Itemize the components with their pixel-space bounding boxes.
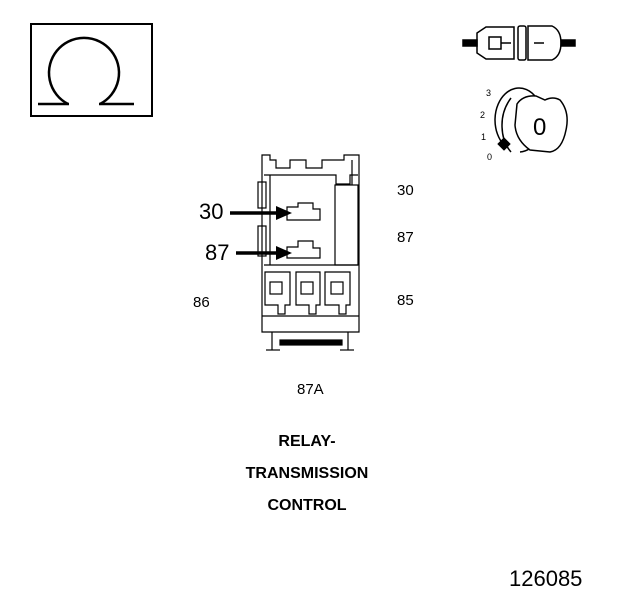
- title-line-1: RELAY-: [278, 433, 336, 450]
- key-position-0: 0: [487, 152, 493, 162]
- connector-icon: [462, 25, 576, 61]
- title-line-2: TRANSMISSION: [245, 465, 369, 482]
- relay-body: [257, 154, 360, 351]
- arrow-87: [236, 246, 292, 260]
- ignition-key-icon: [494, 87, 568, 153]
- pin-label-86: 86: [193, 294, 210, 311]
- key-position-1: 1: [481, 132, 487, 142]
- key-position-3: 3: [486, 88, 492, 98]
- figure-number: 126085: [509, 566, 583, 591]
- pin-label-30-right: 30: [397, 182, 414, 199]
- arrow-30: [230, 206, 292, 220]
- pin-label-87a: 87A: [297, 381, 324, 398]
- pin-label-87-right: 87: [397, 229, 414, 246]
- key-label: 0: [533, 114, 547, 141]
- ohm-symbol-icon: [30, 23, 153, 117]
- pin-label-87-left: 87: [205, 240, 230, 265]
- pin-label-30-left: 30: [199, 199, 224, 224]
- key-position-2: 2: [480, 110, 486, 120]
- title-line-3: CONTROL: [267, 497, 347, 514]
- pin-label-85: 85: [397, 292, 414, 309]
